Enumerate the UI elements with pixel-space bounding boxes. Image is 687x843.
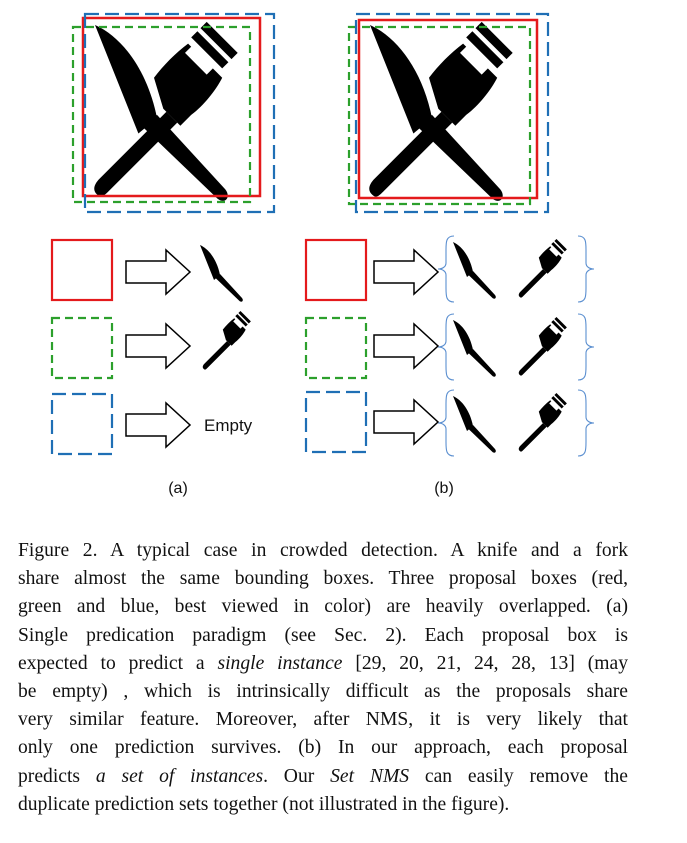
green-proposal-box [50, 316, 114, 380]
fork-icon [518, 392, 567, 452]
fork-icon [518, 316, 567, 376]
fork-icon [94, 21, 238, 197]
blue-box [354, 12, 550, 214]
panel-a-label: (a) [168, 480, 188, 497]
panel-b-label: (b) [434, 480, 454, 497]
knife-icon [370, 25, 503, 201]
fork-icon [518, 238, 567, 298]
instance-set-1 [437, 235, 595, 303]
green-box [347, 25, 532, 206]
figure-caption: Figure 2. A typical case in crowded dete… [18, 537, 628, 819]
arrow-icon [125, 248, 192, 296]
figure-illustration [50, 12, 595, 457]
caption-line: green and blue, best viewed in color) ar… [18, 596, 628, 618]
empty-label: Empty [204, 416, 253, 435]
panel-a-rows [50, 238, 251, 456]
red-proposal-box [50, 238, 114, 302]
instance-set-2 [437, 313, 595, 381]
knife-icon [453, 320, 496, 377]
blue-proposal-box [50, 392, 114, 456]
green-box [71, 25, 252, 204]
caption-line: Figure 2. A typical case in crowded dete… [18, 540, 628, 561]
instance-set-3 [437, 389, 595, 457]
arrow-icon [125, 322, 192, 370]
top-left-knife-fork [71, 12, 276, 214]
caption-line: Single predication paradigm (see Sec. 2)… [18, 624, 628, 646]
red-box [81, 16, 262, 198]
fork-icon [202, 310, 251, 370]
arrow-icon [373, 248, 440, 296]
caption-line: very similar feature. Moreover, after NM… [18, 709, 628, 731]
right-brace [577, 313, 595, 381]
red-proposal-box [304, 238, 368, 302]
arrow-icon [373, 398, 440, 446]
caption-line: duplicate prediction sets together (not … [18, 793, 510, 815]
knife-icon [453, 396, 496, 453]
knife-icon [453, 242, 496, 299]
red-box [357, 18, 539, 200]
caption-line: predicts a set of instances. Our Set NMS… [18, 765, 628, 787]
green-proposal-box [304, 316, 368, 380]
right-brace [577, 389, 595, 457]
caption-line: expected to predict a single instance [2… [18, 652, 628, 674]
right-brace [577, 235, 595, 303]
knife-and-fork-icon [369, 21, 513, 201]
knife-icon [200, 245, 243, 302]
caption-line: share almost the same bounding boxes. Th… [18, 568, 628, 590]
panel-b-rows [304, 235, 595, 457]
arrow-icon [125, 401, 192, 449]
knife-and-fork-icon [94, 21, 238, 201]
blue-proposal-box [304, 390, 368, 454]
top-right-knife-fork [347, 12, 550, 214]
left-brace [437, 235, 455, 303]
knife-icon [95, 25, 228, 201]
left-brace [437, 313, 455, 381]
caption-line: be empty) , which is intrinsically diffi… [18, 681, 628, 703]
caption-line: only one prediction survives. (b) In our… [18, 737, 628, 759]
blue-box [83, 12, 276, 214]
arrow-icon [373, 322, 440, 370]
fork-icon [369, 21, 513, 197]
left-brace [437, 389, 455, 457]
